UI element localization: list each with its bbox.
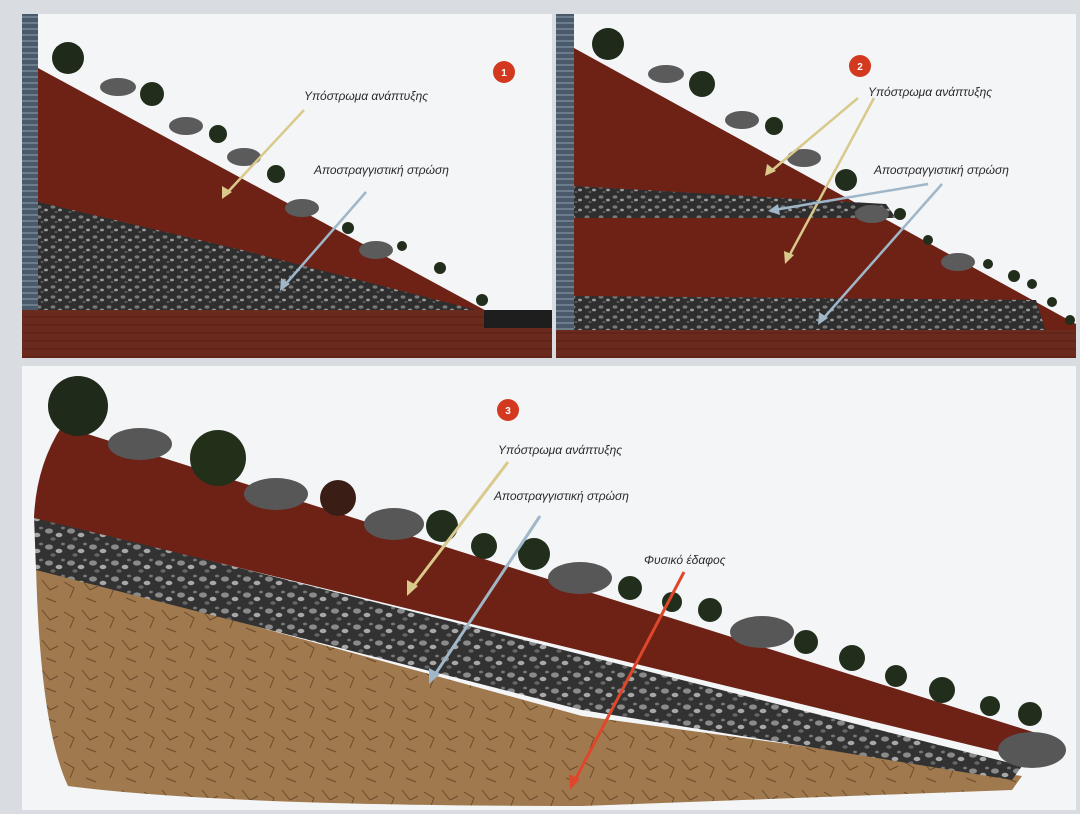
diagram-panel-1: 1 Υπόστρωμα ανάπτυξης Αποστραγγιστική στ… — [22, 14, 552, 358]
label-development-substrate: Υπόστρωμα ανάπτυξης — [498, 443, 622, 457]
base-drain — [484, 310, 552, 328]
retaining-wall — [556, 14, 574, 344]
panel-1-illustration: 1 Υπόστρωμα ανάπτυξης Αποστραγγιστική στ… — [22, 14, 552, 358]
panel-number: 1 — [501, 68, 507, 79]
label-development-substrate: Υπόστρωμα ανάπτυξης — [868, 85, 992, 99]
retaining-wall — [22, 14, 38, 328]
panel-3-illustration: 3 Υπόστρωμα ανάπτυξης Αποστραγγιστική στ… — [22, 366, 1076, 810]
lower-drainage-layer — [574, 296, 1046, 332]
label-natural-ground: Φυσικό έδαφος — [644, 553, 726, 567]
label-development-substrate: Υπόστρωμα ανάπτυξης — [304, 89, 428, 103]
label-drainage-layer: Αποστραγγιστική στρώση — [493, 489, 629, 503]
label-drainage-layer: Αποστραγγιστική στρώση — [873, 163, 1009, 177]
panel-number: 2 — [857, 62, 863, 73]
panel-number: 3 — [505, 406, 511, 417]
diagram-panel-3: 3 Υπόστρωμα ανάπτυξης Αποστραγγιστική στ… — [22, 366, 1076, 810]
ground-base — [556, 330, 1076, 358]
label-drainage-layer: Αποστραγγιστική στρώση — [313, 163, 449, 177]
diagram-panel-2: 2 Υπόστρωμα ανάπτυξης Αποστραγγιστική στ… — [556, 14, 1076, 358]
panel-2-illustration: 2 Υπόστρωμα ανάπτυξης Αποστραγγιστική στ… — [556, 14, 1076, 358]
ground-base — [22, 310, 552, 358]
